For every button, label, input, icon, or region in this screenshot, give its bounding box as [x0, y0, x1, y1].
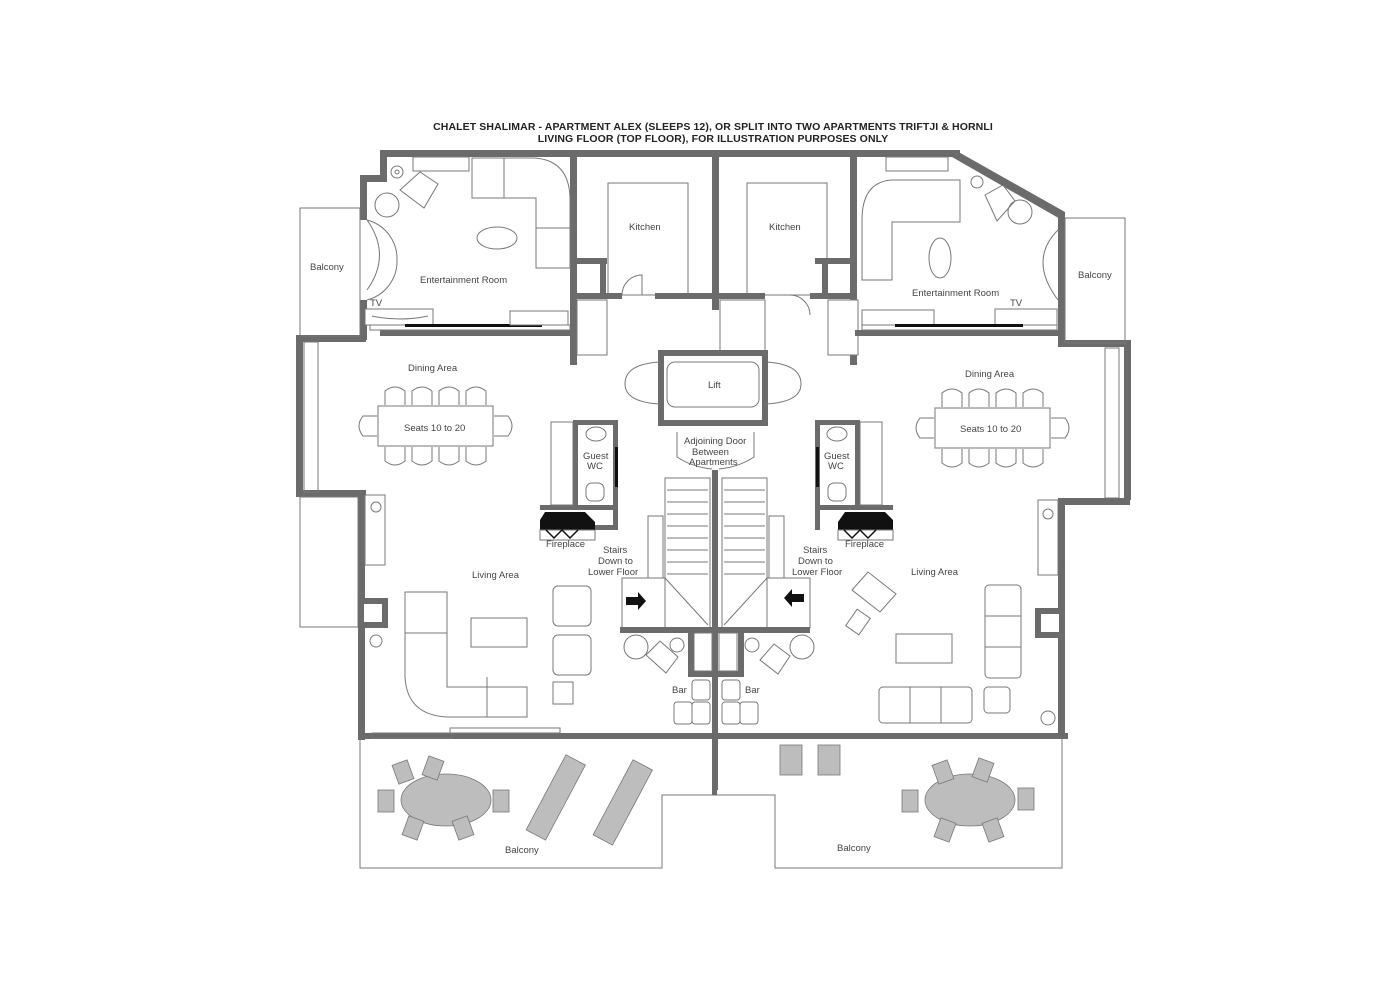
right-kitchen-label: Kitchen [769, 222, 801, 233]
right-guest-wc-label-1: Guest [824, 451, 850, 462]
plan-title-line-2: LIVING FLOOR (TOP FLOOR), FOR ILLUSTRATI… [537, 133, 889, 145]
right-entertainment-room-label: Entertainment Room [912, 288, 999, 299]
left-entertainment-room: Balcony Entertainment Room TV [299, 150, 577, 365]
right-living-area: Living Area [845, 499, 1065, 726]
right-stairs-arrow-icon [784, 589, 804, 607]
right-bar-label: Bar [745, 685, 760, 696]
kitchens-lift: Lift Kitchen Kitchen [576, 150, 859, 426]
bottom-balconies: Balcony Balcony [359, 739, 1063, 869]
right-tv-label: TV [1010, 298, 1023, 309]
left-dining-table-label: Seats 10 to 20 [404, 423, 465, 434]
right-dining-table-label: Seats 10 to 20 [960, 424, 1021, 435]
right-dining: Dining Area Seats 10 to 20 [915, 347, 1120, 499]
right-living-area-label: Living Area [911, 567, 959, 578]
left-living-area-label: Living Area [472, 570, 520, 581]
left-balcony-bottom-label: Balcony [505, 845, 539, 856]
left-balcony-side-label: Balcony [310, 262, 344, 273]
adjoining-door-label-3: Apartments [689, 457, 738, 468]
left-living-area: Living Area [299, 494, 592, 739]
left-guest-wc-label-2: WC [587, 461, 603, 472]
right-entertainment-room: Balcony Entertainment Room TV [855, 156, 1126, 344]
left-guest-wc: Guest WC Fireplace [539, 420, 618, 550]
left-stairs-label-2: Down to [598, 556, 633, 567]
right-stairs-label-2: Down to [798, 556, 833, 567]
right-dining-area-label: Dining Area [965, 369, 1015, 380]
right-stairs-label-3: Lower Floor [792, 567, 842, 578]
left-stairs-arrow-icon [626, 592, 646, 610]
right-guest-wc: Guest WC Fireplace [815, 420, 894, 550]
left-entertainment-room-label: Entertainment Room [420, 275, 507, 286]
right-balcony-side-label: Balcony [1078, 270, 1112, 281]
left-stairs-label-1: Stairs [603, 545, 628, 556]
adjoining-door: Adjoining Door Between Apartments [676, 432, 755, 470]
exterior-walls [296, 150, 1131, 790]
left-bar-label: Bar [672, 685, 687, 696]
plan-title-line-1: CHALET SHALIMAR - APARTMENT ALEX (SLEEPS… [433, 121, 993, 133]
right-fireplace-label: Fireplace [845, 539, 884, 550]
left-tv-label: TV [370, 298, 383, 309]
left-dining: Dining Area Seats 10 to 20 [303, 341, 513, 493]
adjoining-door-label-2: Between [692, 447, 729, 458]
right-stairs-label-1: Stairs [803, 545, 828, 556]
left-kitchen-label: Kitchen [629, 222, 661, 233]
left-guest-wc-label-1: Guest [583, 451, 609, 462]
left-stairs-label-3: Lower Floor [588, 567, 638, 578]
right-balcony-bottom-label: Balcony [837, 843, 871, 854]
stairs: Stairs Down to Lower Floor Stairs Down t… [588, 477, 842, 633]
lift-label: Lift [708, 380, 721, 391]
left-fireplace-label: Fireplace [546, 539, 585, 550]
bars: Bar Bar [623, 632, 815, 725]
right-guest-wc-label-2: WC [828, 461, 844, 472]
adjoining-door-label-1: Adjoining Door [684, 436, 746, 447]
left-dining-area-label: Dining Area [408, 363, 458, 374]
